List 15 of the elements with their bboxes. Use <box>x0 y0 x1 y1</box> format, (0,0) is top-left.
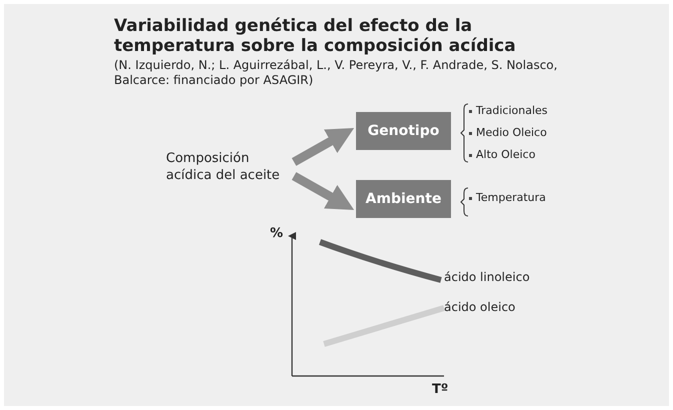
axis-label: % <box>270 226 284 241</box>
axis-label: Tº <box>432 382 448 397</box>
list-item: Alto Oleico <box>476 148 536 161</box>
subtitle: (N. Izquierdo, N.; L. Aguirrezábal, L., V. Pereyra, V., F. Andrade, S. Nolasco, Balcarce: financiado por ASAGIR) <box>114 58 558 88</box>
list-item: Medio Oleico <box>476 126 547 139</box>
plain-text: Composición acídica del aceite <box>166 150 296 184</box>
arrow <box>292 128 354 166</box>
list-item: Tradicionales <box>476 104 548 117</box>
list-item: Temperatura <box>476 191 546 204</box>
process-box: Genotipo <box>356 112 451 150</box>
curve-label: ácido oleico <box>444 300 516 314</box>
arrow <box>292 172 354 210</box>
process-box: Ambiente <box>356 180 451 218</box>
curve-label: ácido linoleico <box>444 270 530 284</box>
title: Variabilidad genética del efecto de la temperatura sobre la composición acídica <box>114 16 517 56</box>
